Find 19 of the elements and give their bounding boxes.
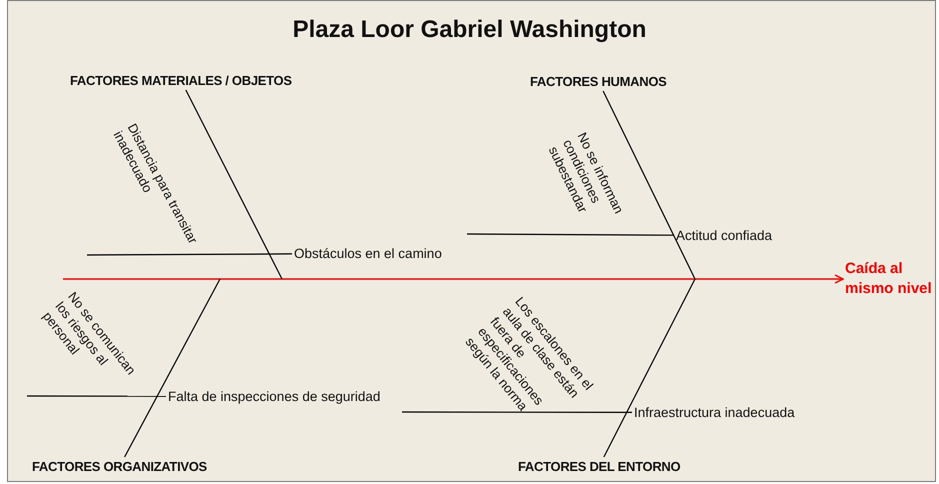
cause-label: Falta de inspecciones de seguridad (168, 389, 380, 404)
category-label: FACTORES DEL ENTORNO (518, 459, 680, 474)
bone-line (87, 253, 292, 256)
cause-label: Actitud confiada (676, 228, 772, 243)
cause-label: Obstáculos en el camino (294, 246, 442, 261)
bone-line (467, 233, 674, 236)
category-label: FACTORES ORGANIZATIVOS (32, 459, 207, 474)
bone-line (402, 411, 632, 413)
bone-line (124, 278, 221, 458)
bone-line (185, 90, 283, 280)
bone-line (603, 278, 696, 458)
bone-line (27, 395, 166, 397)
cause-label: Infraestructura inadecuada (634, 405, 795, 420)
category-label: FACTORES MATERIALES / OBJETOS (70, 73, 292, 88)
bone-line (602, 90, 696, 280)
category-label: FACTORES HUMANOS (530, 74, 667, 89)
spine-arrow (63, 274, 844, 284)
effect-label: Caída al mismo nivel (845, 259, 938, 299)
diagram-title: Plaza Loor Gabriel Washington (292, 16, 648, 44)
